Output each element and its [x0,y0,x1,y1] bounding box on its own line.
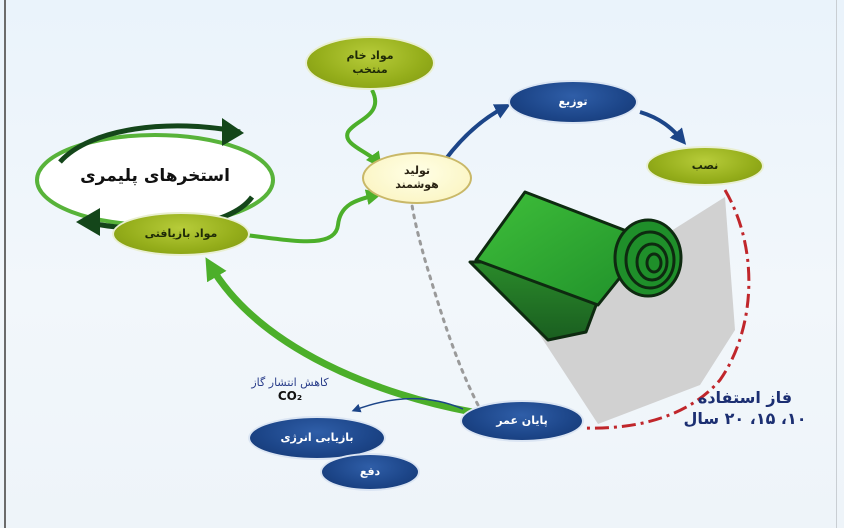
usage-phase-title: فاز استفاده [697,388,793,407]
node-raw-materials: مواد خام منتخب [305,36,435,90]
node-distribution: توزیع [508,80,638,124]
arrow-production-to-distribution [443,104,511,162]
polymer-pools-arrowhead-top [222,118,244,146]
co2-reduction-line1: کاهش انتشار گاز [251,376,329,389]
usage-phase-wedge [530,197,735,424]
node-installation: نصب [646,146,764,186]
polymer-pools-label: استخرهای پلیمری [80,166,230,186]
polymer-pools-arc-top [58,123,241,164]
usage-phase-label: فاز استفاده ۱۰، ۱۵، ۲۰ سال [680,388,810,428]
arrow-raw-to-production [345,89,382,169]
node-end-of-life: پایان عمر [460,400,584,442]
node-recycled-materials: مواد بازیافتی [112,212,250,256]
arrow-recycled-to-production [244,189,383,244]
co2-reduction-line2: CO₂ [277,389,303,403]
carpet-roll-icon [468,190,683,342]
dotted-return-path [410,203,480,407]
right-border [836,0,837,528]
left-border [4,0,6,528]
usage-phase-arc [581,189,751,430]
co2-reduction-label: کاهش انتشار گاز CO₂ [225,376,355,403]
arrow-distribution-to-installation [639,110,687,145]
node-disposal: دفع [320,453,420,491]
usage-phase-years: ۱۰، ۱۵، ۲۰ سال [683,409,807,428]
arrow-endoflife-to-recycled [205,257,473,416]
polymer-pools-arrowhead-bottom [76,208,100,236]
arrow-endoflife-to-energy [351,397,464,413]
node-smart-production: تولید هوشمند [362,152,472,204]
